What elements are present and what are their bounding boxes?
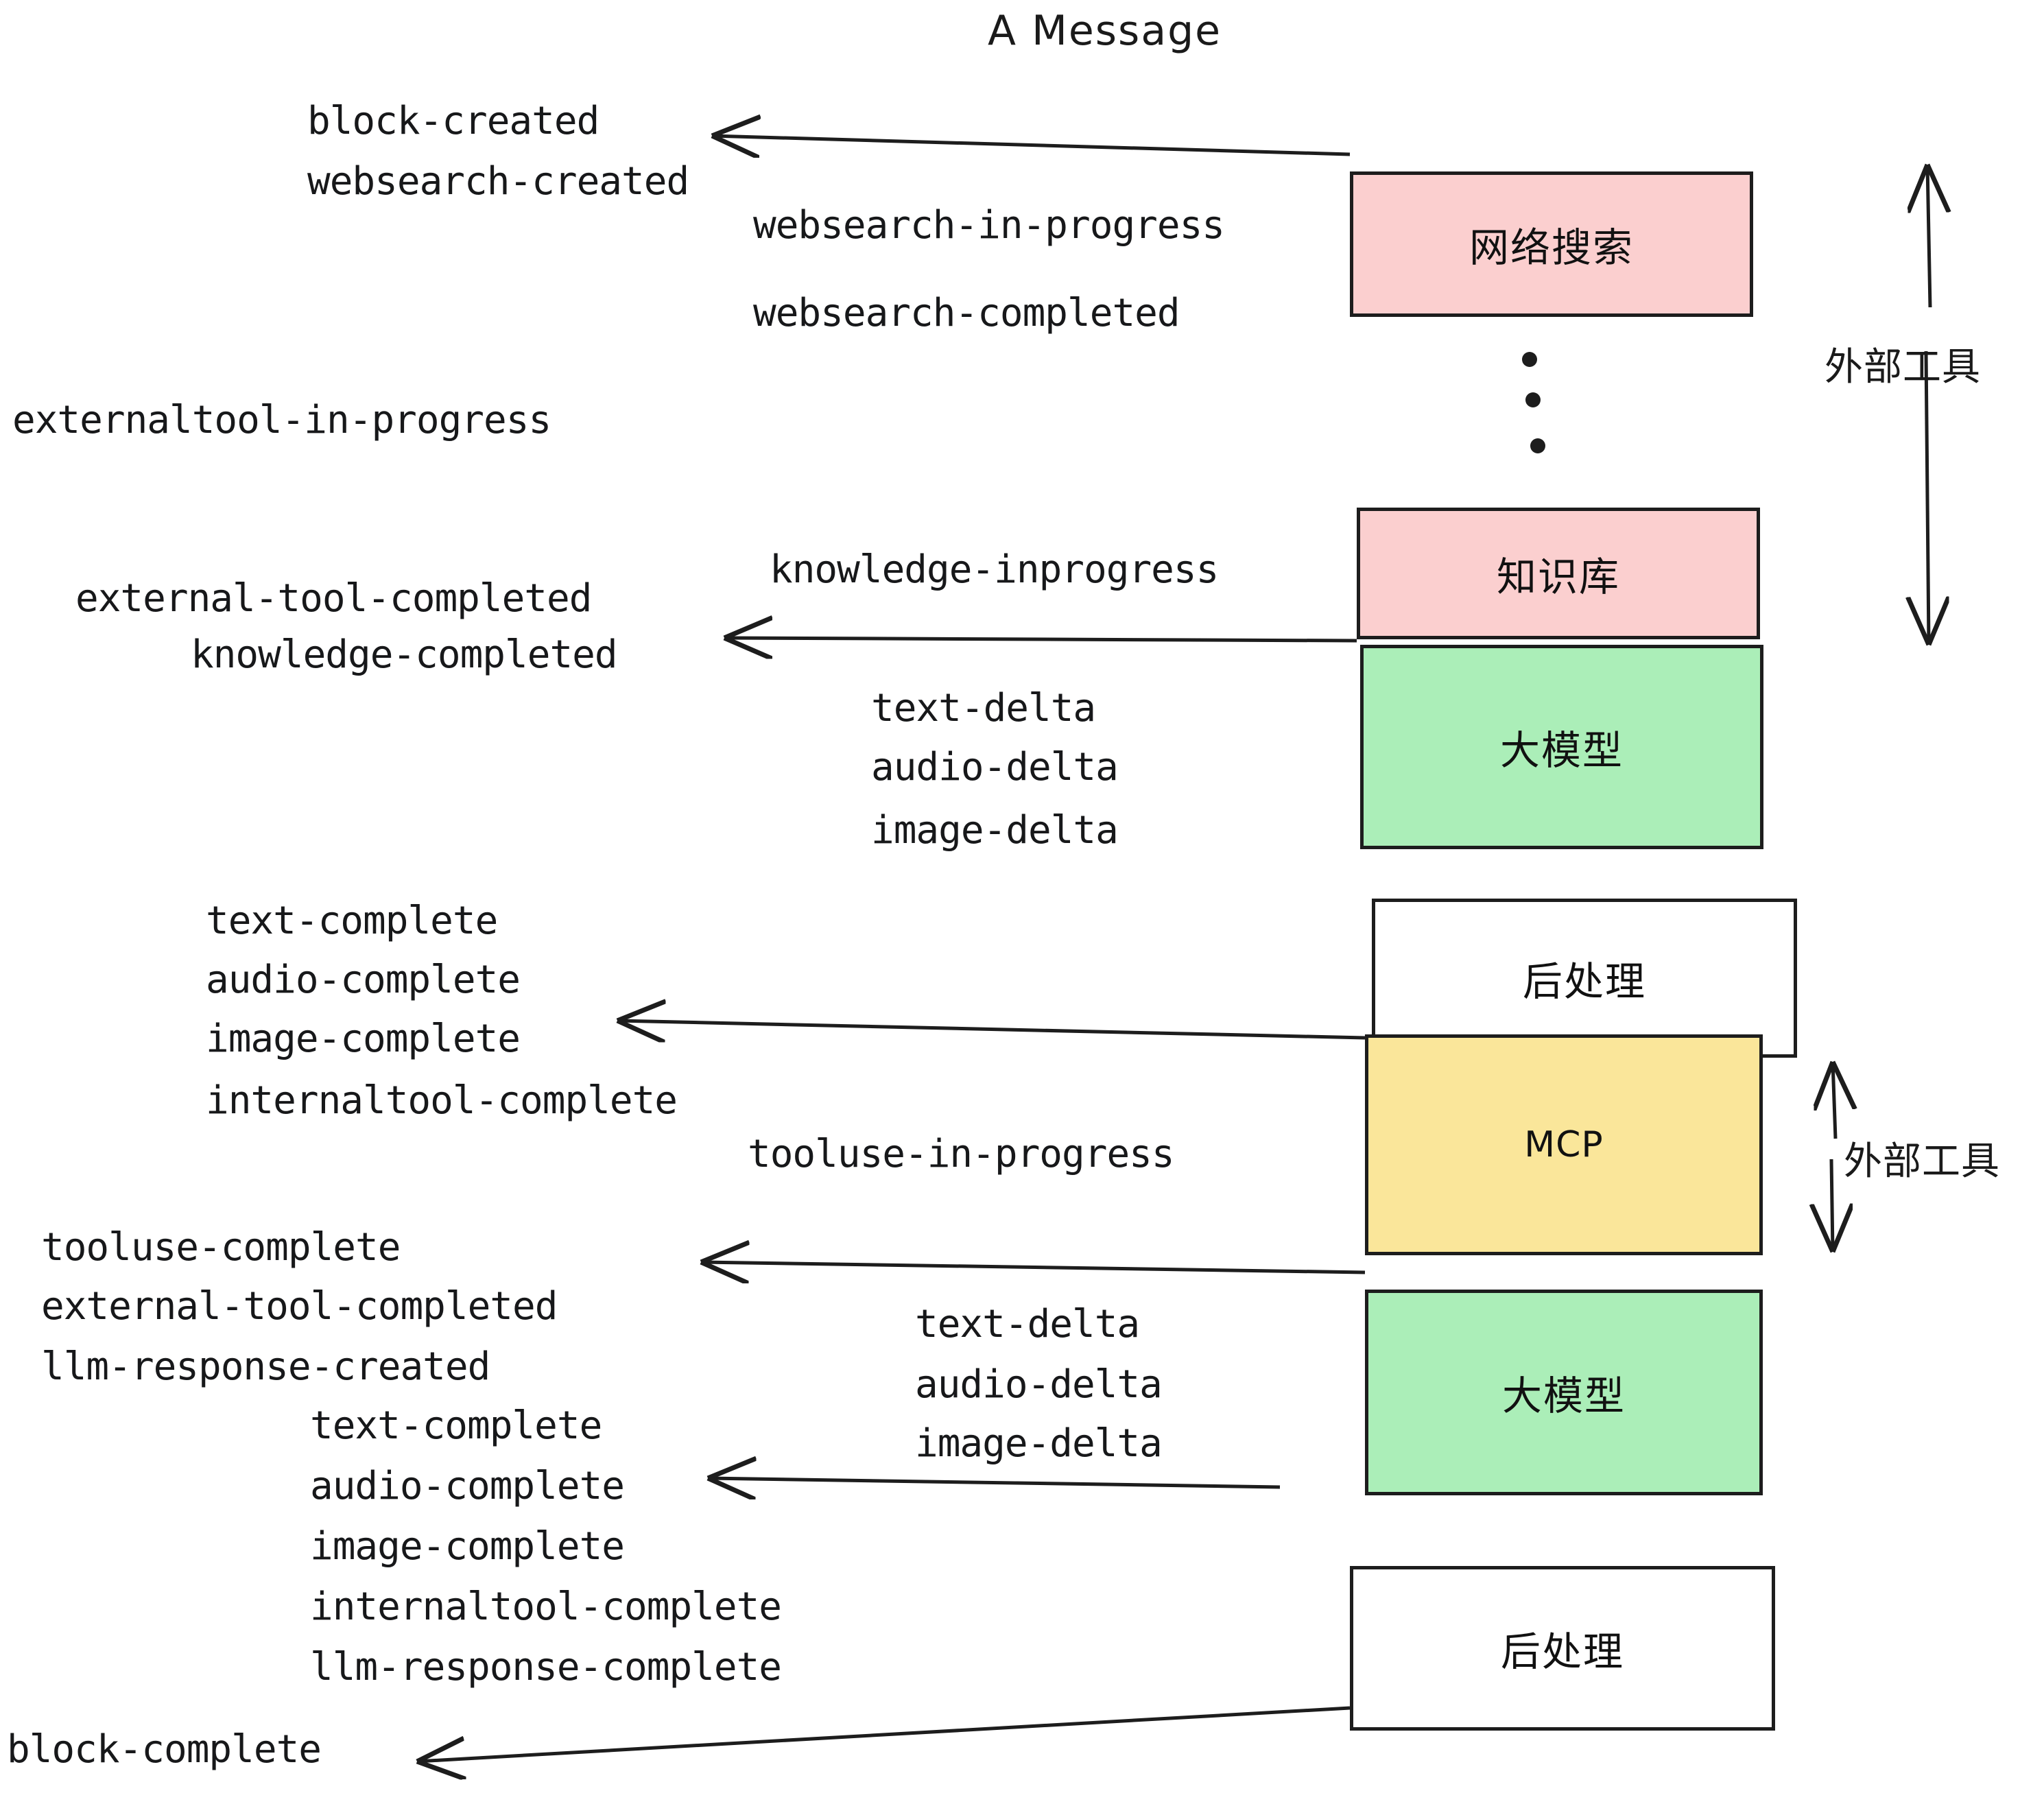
arrow-knowledge-done-icon <box>724 638 1357 641</box>
event-label-image-complete-1: image-complete <box>206 1017 521 1061</box>
event-label-externaltool-in-progress: externaltool-in-progress <box>12 398 551 442</box>
event-label-internaltool-complete-1: internaltool-complete <box>206 1078 678 1123</box>
event-label-internaltool-complete-2: internaltool-complete <box>310 1585 782 1629</box>
event-label-image-delta-1: image-delta <box>871 808 1119 853</box>
event-label-text-complete-1: text-complete <box>206 899 498 943</box>
event-label-tooluse-complete: tooluse-complete <box>41 1225 401 1270</box>
arrow-tooluse-done-icon <box>701 1262 1366 1272</box>
side-label-external-tool-top: 外部工具 <box>1825 345 1981 390</box>
ellipsis-dot-1 <box>1522 352 1537 367</box>
event-label-external-tool-completed: external-tool-completed <box>75 576 592 621</box>
ellipsis-dot-3 <box>1530 438 1545 453</box>
event-label-external-tool-completed-2: external-tool-completed <box>41 1284 558 1329</box>
stage-node-mcp: MCP <box>1365 1034 1763 1255</box>
event-label-text-complete-2: text-complete <box>310 1403 602 1448</box>
event-label-websearch-in-progress: websearch-in-progress <box>753 203 1225 248</box>
event-label-knowledge-inprogress: knowledge-inprogress <box>770 547 1219 592</box>
event-label-tooluse-in-progress: tooluse-in-progress <box>748 1132 1175 1176</box>
event-label-image-delta-2: image-delta <box>915 1421 1163 1466</box>
event-label-image-complete-2: image-complete <box>310 1524 625 1569</box>
arrow-block-created-icon <box>712 136 1351 154</box>
arrow-mcp-up-icon <box>1833 1062 1835 1139</box>
arrow-image-complete-icon <box>617 1021 1366 1038</box>
stage-node-llm-2: 大模型 <box>1365 1290 1763 1495</box>
event-label-llm-response-created: llm-response-created <box>41 1344 490 1389</box>
event-label-text-delta-2: text-delta <box>915 1302 1140 1346</box>
arrow-block-complete-icon <box>417 1706 1351 1761</box>
stage-node-knowledge: 知识库 <box>1357 508 1760 639</box>
event-label-text-delta-1: text-delta <box>871 686 1096 731</box>
event-label-block-created: block-created <box>307 99 599 143</box>
event-label-llm-response-complete: llm-response-complete <box>310 1645 782 1689</box>
arrow-ext-tool-up-icon <box>1927 165 1930 308</box>
page-title: A Message <box>988 7 1222 55</box>
event-label-audio-delta-1: audio-delta <box>871 745 1119 790</box>
arrow-audio-complete-icon <box>708 1478 1281 1487</box>
arrow-mcp-down-icon <box>1831 1159 1833 1252</box>
event-label-block-complete: block-complete <box>7 1727 322 1772</box>
stage-node-llm-1: 大模型 <box>1360 645 1763 849</box>
event-label-audio-delta-2: audio-delta <box>915 1362 1163 1407</box>
event-label-websearch-created: websearch-created <box>307 159 689 204</box>
stage-node-postprocess-2: 后处理 <box>1350 1566 1775 1731</box>
event-label-audio-complete-2: audio-complete <box>310 1464 625 1508</box>
event-label-knowledge-completed: knowledge-completed <box>191 632 618 677</box>
ellipsis-dot-2 <box>1525 392 1541 407</box>
event-label-audio-complete-1: audio-complete <box>206 958 521 1002</box>
event-label-websearch-completed: websearch-completed <box>753 291 1180 335</box>
stage-node-websearch: 网络搜索 <box>1350 171 1753 317</box>
arrow-ext-tool-down-icon <box>1926 351 1929 645</box>
stage-node-postprocess-1: 后处理 <box>1372 899 1797 1058</box>
side-label-external-tool-bottom: 外部工具 <box>1844 1139 2000 1184</box>
